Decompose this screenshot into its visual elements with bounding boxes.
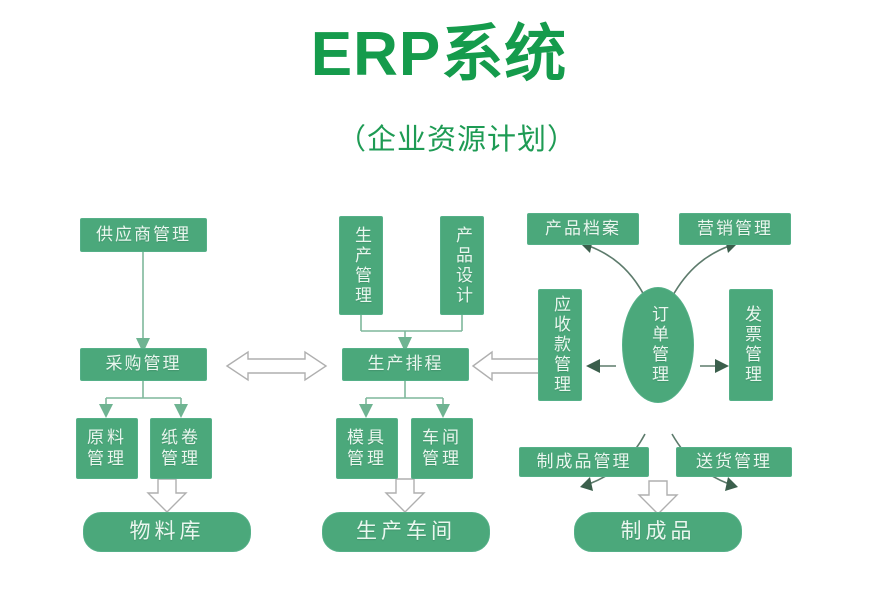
node-mold-management[interactable]: 模具 管理 [336, 418, 398, 479]
page-subtitle-text: （企业资源计划） [336, 124, 577, 156]
node-production-management[interactable]: 生产管理 [339, 216, 383, 315]
node-order-management[interactable]: 订单管理 [622, 287, 694, 403]
node-production-workshop[interactable]: 生产车间 [322, 512, 490, 552]
node-production-scheduling[interactable]: 生产排程 [342, 348, 469, 381]
node-raw-material-management[interactable]: 原料 管理 [76, 418, 138, 479]
node-product-archive[interactable]: 产品档案 [527, 213, 639, 245]
node-workshop-management[interactable]: 车间 管理 [411, 418, 473, 479]
node-product-design[interactable]: 产品设计 [440, 216, 484, 315]
node-finished-products[interactable]: 制成品 [574, 512, 742, 552]
node-invoice-management[interactable]: 发票管理 [729, 289, 773, 401]
node-finished-product-management[interactable]: 制成品管理 [519, 447, 649, 477]
node-accounts-receivable-management[interactable]: 应收款管理 [538, 289, 582, 401]
node-supplier-management[interactable]: 供应商管理 [80, 218, 207, 252]
node-material-warehouse[interactable]: 物料库 [83, 512, 251, 552]
node-delivery-management[interactable]: 送货管理 [676, 447, 792, 477]
node-marketing-management[interactable]: 营销管理 [679, 213, 791, 245]
page-title: ERP系统 [310, 20, 568, 89]
node-purchase-management[interactable]: 采购管理 [80, 348, 207, 381]
page-subtitle: （企业资源计划） [0, 116, 878, 158]
node-paper-roll-management[interactable]: 纸卷 管理 [150, 418, 212, 479]
